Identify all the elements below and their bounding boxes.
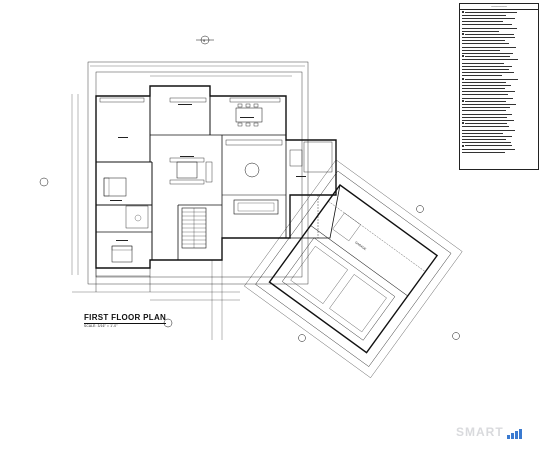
note-line <box>462 144 536 147</box>
notes-header-mark: —————— <box>460 4 538 10</box>
note-line <box>462 113 536 115</box>
note-line <box>462 81 536 83</box>
note-line <box>462 52 536 54</box>
house-exterior-wall <box>95 85 337 269</box>
note-line <box>462 126 536 128</box>
note-line <box>462 141 536 143</box>
note-line <box>462 49 536 51</box>
section-marker-top: 9 <box>196 35 214 45</box>
svg-text:GARAGE: GARAGE <box>354 240 367 251</box>
garage-wing: GARAGE <box>244 159 463 378</box>
note-line <box>462 135 536 137</box>
note-line <box>462 84 536 86</box>
note-line <box>462 87 536 89</box>
note-line <box>462 132 536 134</box>
notes-lines <box>460 10 538 154</box>
note-line <box>462 55 536 58</box>
note-line <box>462 110 536 112</box>
brand-logo: SMART <box>456 425 522 439</box>
bed-secondary <box>111 245 133 263</box>
dimension-frame-outer <box>87 61 309 285</box>
note-line <box>462 62 536 64</box>
note-line <box>462 77 536 80</box>
note-line <box>462 148 536 150</box>
note-line <box>462 20 536 22</box>
logo-bars-icon <box>506 429 522 439</box>
note-line <box>462 43 536 45</box>
note-line <box>462 27 536 29</box>
note-line <box>462 94 536 96</box>
note-line <box>462 46 536 48</box>
note-line <box>462 71 536 73</box>
svg-text:9: 9 <box>203 38 206 43</box>
room-label-marks <box>110 104 306 241</box>
note-line <box>462 39 536 41</box>
note-line <box>462 24 536 26</box>
section-marker-right <box>298 205 460 342</box>
note-line <box>462 151 536 153</box>
note-line <box>462 122 536 125</box>
note-line <box>462 97 536 99</box>
note-line <box>462 10 536 13</box>
note-line <box>462 119 536 121</box>
note-line <box>462 100 536 103</box>
note-line <box>462 103 536 105</box>
bed-primary <box>103 177 127 197</box>
note-line <box>462 68 536 70</box>
note-line <box>462 75 536 77</box>
note-line <box>462 36 536 38</box>
general-notes-panel: —————— <box>459 3 539 170</box>
section-marker-left <box>39 177 49 187</box>
note-line <box>462 30 536 32</box>
note-line <box>462 59 536 61</box>
note-line <box>462 33 536 36</box>
note-line <box>462 116 536 118</box>
note-line <box>462 129 536 131</box>
note-line <box>462 106 536 108</box>
logo-text: SMART <box>456 425 504 439</box>
note-line <box>462 14 536 16</box>
drawing-title: FIRST FLOOR PLAN <box>84 313 167 324</box>
scale-note: SCALE: 3/16" = 1'-0" <box>84 324 118 328</box>
note-line <box>462 17 536 19</box>
note-line <box>462 65 536 67</box>
dining-table <box>235 107 263 123</box>
note-line <box>462 138 536 140</box>
note-line <box>462 90 536 92</box>
